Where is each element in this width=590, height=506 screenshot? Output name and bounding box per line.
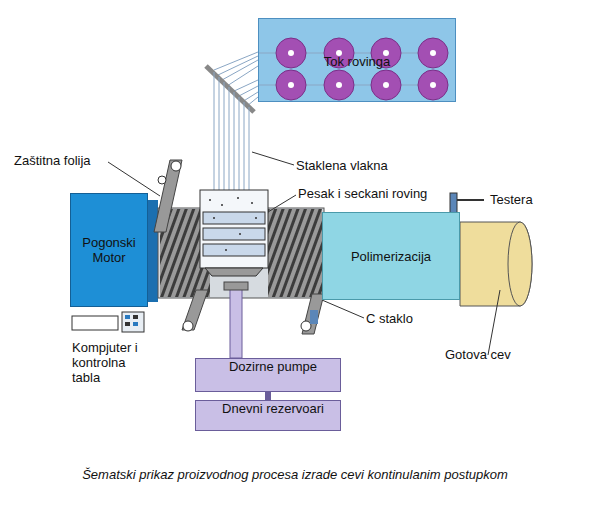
node-text: Polimerizacija bbox=[351, 249, 431, 264]
mandrel bbox=[158, 208, 324, 298]
part-label: Pesak i seckani roving bbox=[298, 186, 427, 201]
roll-arm bbox=[182, 290, 208, 331]
pump-box: Dozirne pumpe bbox=[195, 358, 341, 392]
part-label: Testera bbox=[490, 192, 533, 207]
node-text: Dnevni rezervoari bbox=[222, 401, 324, 416]
saw-symbol bbox=[450, 193, 457, 213]
part-label: C staklo bbox=[366, 311, 413, 326]
sand-hopper bbox=[200, 190, 268, 276]
part-label: Zaštitna folija bbox=[14, 153, 91, 168]
tank-box: Dnevni rezervoari bbox=[195, 400, 341, 431]
roll-arm bbox=[301, 294, 324, 334]
node-text: Pogonski Motor bbox=[71, 235, 147, 265]
computer-icon bbox=[72, 312, 144, 332]
pipe-nozzle bbox=[224, 282, 248, 290]
part-label: Gotova cev bbox=[445, 347, 511, 362]
motor-box: Pogonski Motor bbox=[70, 193, 148, 307]
node-text: Tok rovinga bbox=[324, 54, 390, 69]
roving-rack: Tok rovinga bbox=[258, 18, 456, 102]
part-label: Staklena vlakna bbox=[296, 158, 388, 173]
curing-box: Polimerizacija bbox=[322, 212, 460, 300]
pipe-end bbox=[508, 222, 532, 306]
node-text: Dozirne pumpe bbox=[229, 359, 317, 374]
feed-pipe bbox=[230, 286, 242, 358]
pipe-connector bbox=[268, 392, 269, 400]
guide-bar bbox=[206, 66, 254, 112]
part-label: Kompjuter i kontrolna tabla bbox=[72, 340, 150, 385]
winding-right bbox=[268, 209, 322, 297]
leader-line bbox=[108, 152, 500, 355]
glass-fibers bbox=[214, 72, 249, 192]
caption: Šematski prikaz proizvodnog procesa izra… bbox=[0, 467, 590, 482]
finished-pipe bbox=[460, 222, 532, 306]
roll-arm bbox=[154, 160, 182, 232]
saw-blade bbox=[457, 199, 484, 201]
